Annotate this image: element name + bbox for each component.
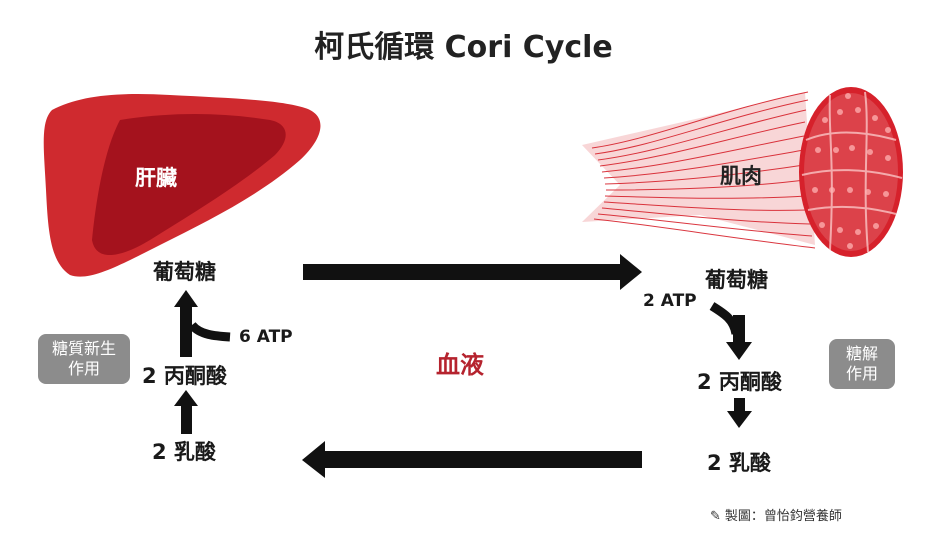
diagram-title: 柯氏循環 Cori Cycle — [314, 30, 613, 65]
lactate-transport-arrow — [302, 441, 642, 478]
liver-lactate-label: 2 乳酸 — [152, 440, 216, 464]
liver-pyruvate-label: 2 丙酮酸 — [142, 364, 227, 388]
liver-pyruvate-to-glucose-arrow — [174, 290, 231, 357]
liver-illustration — [43, 93, 321, 277]
glycolysis-badge: 糖解 作用 — [829, 339, 895, 389]
liver-lactate-to-pyruvate-arrow — [174, 390, 198, 434]
gluconeogenesis-badge: 糖質新生 作用 — [38, 334, 130, 384]
muscle-glucose-to-pyruvate-arrow — [709, 302, 752, 360]
glycolysis-badge-line1: 糖解 — [845, 344, 878, 363]
liver-label: 肝臟 — [135, 166, 177, 190]
liver-atp-label: 6 ATP — [239, 327, 293, 347]
glycolysis-badge-line2: 作用 — [845, 364, 878, 383]
muscle-atp-label: 2 ATP — [643, 291, 697, 311]
muscle-label: 肌肉 — [720, 164, 762, 188]
muscle-illustration — [582, 87, 903, 257]
credit-line: ✎製圖：曾怡鈞營養師 — [710, 505, 842, 524]
glucose-transport-arrow — [303, 254, 642, 290]
credit-text: 製圖：曾怡鈞營養師 — [724, 509, 842, 524]
muscle-pyruvate-label: 2 丙酮酸 — [697, 370, 782, 394]
liver-glucose-label: 葡萄糖 — [153, 260, 216, 284]
gluconeogenesis-badge-line1: 糖質新生 — [51, 339, 116, 358]
muscle-lactate-label: 2 乳酸 — [707, 451, 771, 475]
blood-label: 血液 — [436, 351, 484, 379]
muscle-pyruvate-to-lactate-arrow — [727, 398, 752, 428]
muscle-glucose-label: 葡萄糖 — [705, 268, 768, 292]
pen-icon: ✎ — [710, 509, 721, 524]
gluconeogenesis-badge-line2: 作用 — [67, 359, 100, 378]
